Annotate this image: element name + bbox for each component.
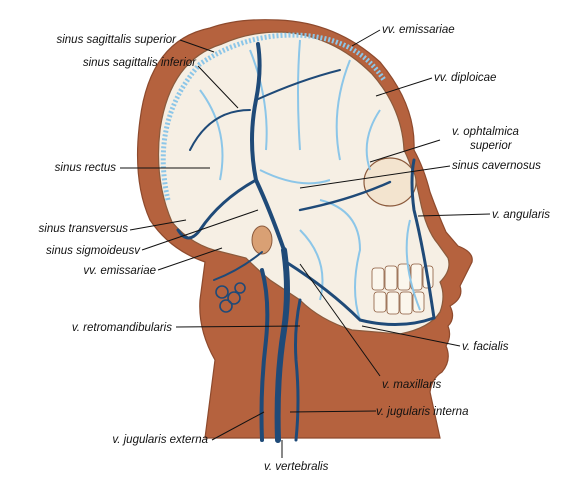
label-vv-diploicae: vv. diploicae [434, 72, 496, 84]
ear [251, 225, 273, 255]
light-veins [199, 39, 421, 321]
label-v-jugularis-externa: v. jugularis externa [112, 434, 208, 446]
label-sinus-sagittalis-superior: sinus sagittalis superior [56, 34, 177, 46]
label-v-maxillaris: v. maxillaris [382, 379, 441, 391]
label-v-vertebralis: v. vertebralis [264, 461, 329, 473]
head-illustration [136, 19, 473, 443]
label-v-angularis: v. angularis [492, 209, 550, 221]
label-v-ophtalmica-superior-line2: superior [470, 140, 513, 152]
label-vv-emissariae-left: vv. emissariae [83, 265, 156, 277]
label-vv-emissariae-top: vv. emissariae [382, 24, 455, 36]
label-sinus-rectus: sinus rectus [55, 162, 117, 174]
label-v-ophtalmica-superior-line1: v. ophtalmica [452, 126, 519, 138]
label-sinus-transversus: sinus transversus [39, 223, 129, 235]
label-v-facialis: v. facialis [462, 341, 509, 353]
label-v-retromandibularis: v. retromandibularis [72, 322, 172, 334]
label-v-jugularis-interna: v. jugularis interna [376, 406, 468, 418]
vein-cluster [215, 282, 246, 313]
leader-lines [120, 29, 491, 458]
label-sinus-sagittalis-inferior: sinus sagittalis inferior [83, 57, 197, 69]
label-sinus-sigmoideus: sinus sigmoideusv [46, 245, 141, 257]
label-sinus-cavernosus: sinus cavernosus [452, 160, 541, 172]
diploic-band [160, 32, 387, 201]
labels: sinus sagittalis superior sinus sagittal… [39, 24, 551, 473]
